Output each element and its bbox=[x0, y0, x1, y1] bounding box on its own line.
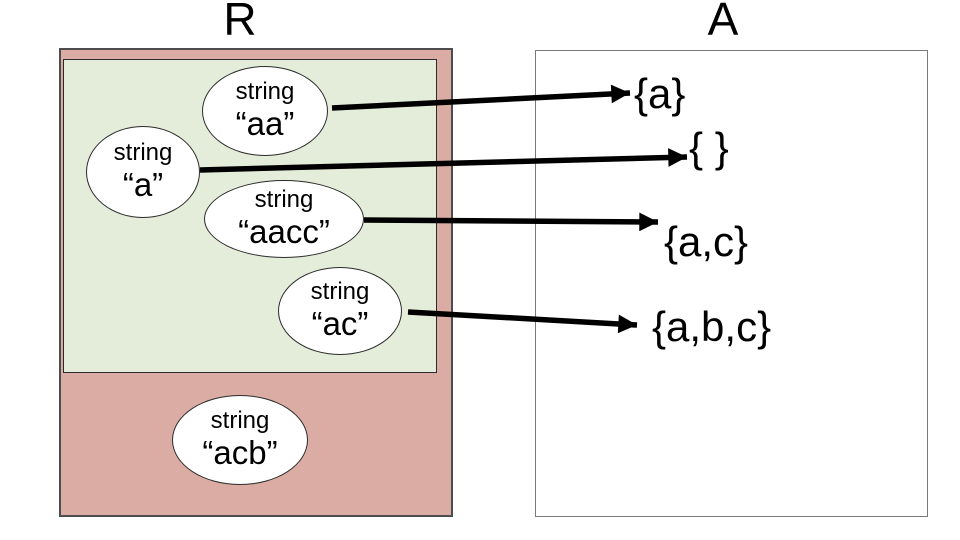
string-node-type-label: string bbox=[254, 186, 314, 213]
string-node-a: string“a” bbox=[86, 126, 200, 218]
string-node-value: “aacc” bbox=[238, 213, 330, 250]
region-r-title: R bbox=[223, 0, 257, 45]
string-node-type-label: string bbox=[210, 407, 270, 434]
set-label-set-empty: { } bbox=[689, 124, 729, 171]
string-node-aacc: string“aacc” bbox=[204, 180, 364, 258]
set-label-set-ac: {a,c} bbox=[664, 218, 749, 265]
string-node-type-label: string bbox=[235, 78, 295, 105]
string-node-value: “aa” bbox=[235, 105, 295, 142]
string-node-value: “a” bbox=[122, 166, 164, 203]
region-a-title: A bbox=[707, 0, 739, 45]
string-node-type-label: string bbox=[310, 278, 370, 305]
string-node-aa: string“aa” bbox=[202, 66, 328, 156]
string-node-value: “acb” bbox=[202, 434, 278, 471]
string-node-type-label: string bbox=[113, 139, 173, 166]
string-node-value: “ac” bbox=[311, 305, 369, 342]
set-label-set-a: {a} bbox=[634, 70, 686, 117]
string-node-ac: string“ac” bbox=[278, 267, 402, 355]
string-node-acb: string“acb” bbox=[172, 395, 308, 485]
region-a-box bbox=[535, 50, 928, 517]
set-label-set-abc: {a,b,c} bbox=[652, 303, 772, 350]
